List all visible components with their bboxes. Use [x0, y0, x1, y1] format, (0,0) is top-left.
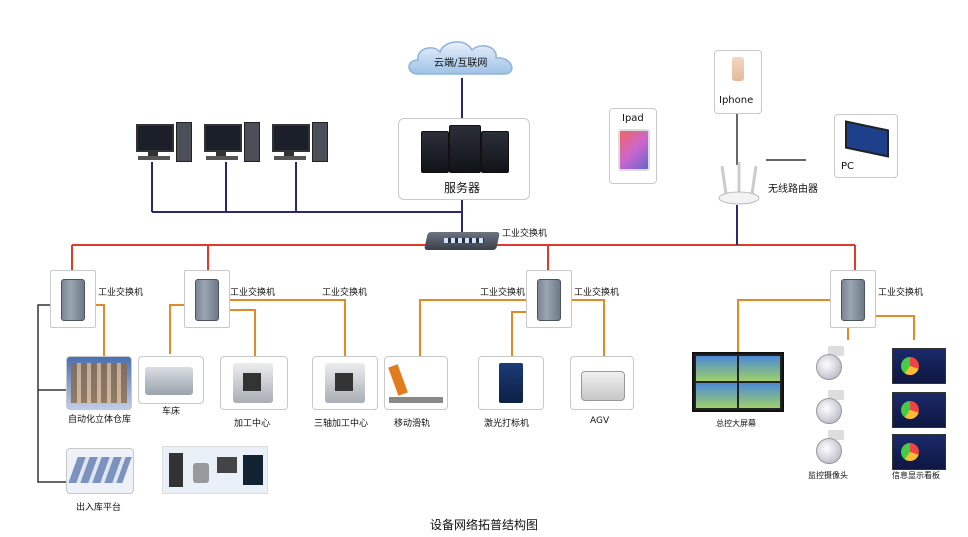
switch-3a-label: 工业交换机: [480, 288, 526, 298]
core-switch-label: 工业交换机: [502, 229, 548, 239]
bigscreen-node: [692, 352, 784, 412]
lathe-icon: [145, 367, 193, 395]
switch-2-label: 工业交换机: [230, 288, 276, 298]
camera-icon: [816, 398, 842, 424]
pc-label: PC: [841, 161, 855, 172]
board-2: [892, 392, 946, 428]
router-icon: [718, 162, 760, 205]
server-icon: [421, 131, 449, 173]
laser-icon: [499, 363, 523, 403]
camera-1: [812, 346, 848, 382]
camera-icon: [816, 438, 842, 464]
cloud-node: 云端/互联网: [404, 36, 522, 80]
agv-icon: [581, 371, 625, 401]
inout-label: 出入库平台: [76, 503, 122, 513]
switch-3: [526, 270, 572, 328]
switch-4-label: 工业交换机: [878, 288, 924, 298]
chart-icon: [901, 401, 919, 419]
warehouse-label: 自动化立体仓库: [68, 415, 132, 425]
lathe-node: [138, 356, 204, 404]
warehouse-node: [66, 356, 132, 410]
chart-icon: [901, 357, 919, 375]
iphone-node: Iphone: [714, 50, 762, 114]
rail-node: [384, 356, 448, 410]
chart-icon: [901, 443, 919, 461]
switch-4: [830, 270, 876, 328]
machining-label: 加工中心: [234, 419, 271, 429]
rack-icon: [71, 363, 127, 403]
triaxial-label: 三轴加工中心: [314, 419, 369, 429]
camera-station-picture: [162, 446, 268, 494]
cloud-label: 云端/互联网: [434, 58, 488, 69]
monitor-icon: [272, 124, 310, 152]
laptop-icon: [845, 120, 889, 158]
switch-1: [50, 270, 96, 328]
switch-icon: [61, 279, 85, 321]
bigscreen-label: 总控大屏幕: [716, 419, 756, 428]
ipad-label: Ipad: [622, 113, 644, 124]
pc-tower-icon: [312, 122, 328, 162]
phone-icon: [732, 57, 744, 81]
tablet-icon: [618, 129, 650, 171]
workstation-2: [204, 122, 262, 164]
camera-2: [812, 390, 848, 426]
lathe-label: 车床: [162, 407, 181, 417]
server-label: 服务器: [444, 181, 481, 195]
triaxial-node: [312, 356, 378, 410]
workstation-1: [136, 122, 194, 164]
board-3: [892, 434, 946, 470]
camera-label: 监控摄像头: [808, 471, 848, 480]
tripod-icon: [169, 453, 183, 487]
cloud-icon: [408, 41, 513, 75]
camera-icon: [816, 354, 842, 380]
pc-tower-icon: [244, 122, 260, 162]
pc-node: PC: [834, 114, 898, 178]
diagram-title: 设备网络拓普结构图: [429, 518, 538, 532]
switch-1-label: 工业交换机: [98, 288, 144, 298]
wireless-router: [712, 162, 766, 206]
ipad-node: Ipad: [609, 108, 657, 184]
switch-2: [184, 270, 230, 328]
agv-node: [570, 356, 634, 410]
switch-icon: [841, 279, 865, 321]
switch-2b-label: 工业交换机: [322, 288, 368, 298]
switch-icon: [537, 279, 561, 321]
server-node: 服务器: [398, 118, 530, 200]
laser-node: [478, 356, 544, 410]
machining-node: [220, 356, 288, 410]
agv-label: AGV: [590, 416, 610, 426]
iphone-label: Iphone: [719, 95, 754, 106]
robot-arm-icon: [388, 364, 408, 396]
conveyor-icon: [68, 457, 132, 483]
server-icon: [449, 125, 481, 173]
rail-label: 移动滑轨: [394, 419, 431, 429]
monitor-icon: [204, 124, 242, 152]
laser-label: 激光打标机: [484, 419, 530, 429]
monitor-icon: [136, 124, 174, 152]
camera-3: [812, 430, 848, 466]
switch-3b-label: 工业交换机: [574, 288, 620, 298]
board-label: 信息显示看板: [892, 471, 940, 480]
server-icon: [481, 131, 509, 173]
workstation-3: [272, 122, 330, 164]
switch-icon: [195, 279, 219, 321]
pc-tower-icon: [176, 122, 192, 162]
board-1: [892, 348, 946, 384]
inout-node: [66, 448, 134, 494]
core-switch: [424, 232, 500, 254]
router-label: 无线路由器: [768, 184, 818, 195]
